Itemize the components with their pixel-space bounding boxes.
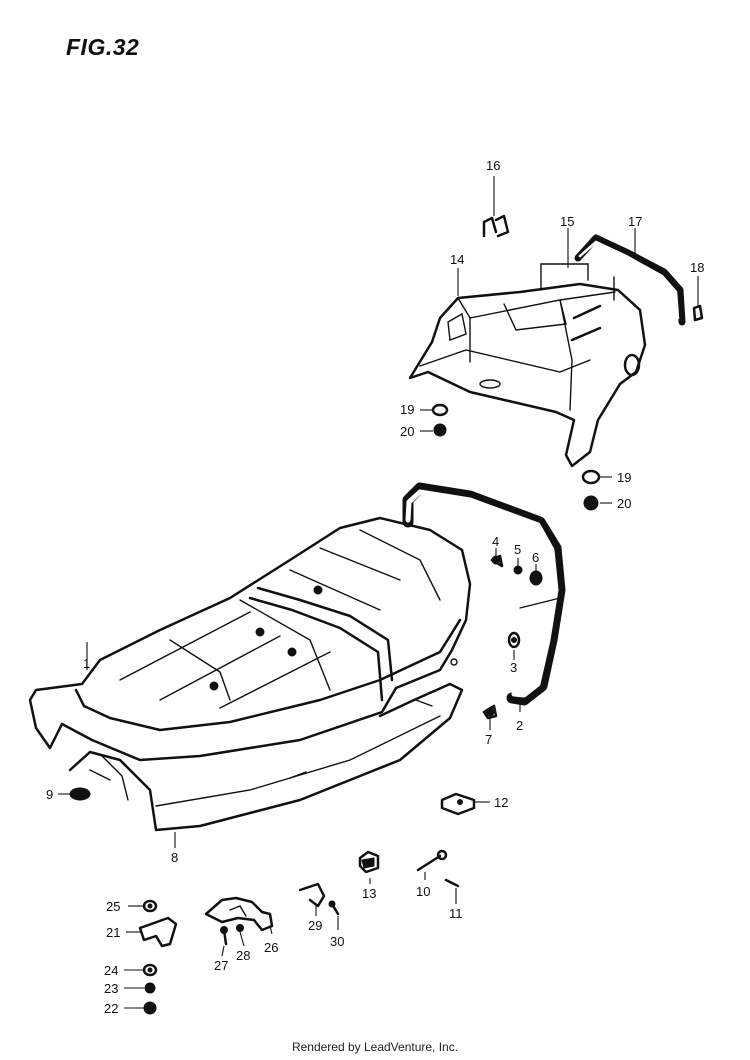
callout-19-bottom: 19 xyxy=(617,470,631,485)
callout-19-top: 19 xyxy=(400,402,414,417)
seat-tail-cover-part[interactable] xyxy=(408,282,647,468)
washer-part-25[interactable] xyxy=(142,899,158,913)
callout-1: 1 xyxy=(83,656,90,671)
clip-part[interactable] xyxy=(692,304,704,322)
bolt-part-27[interactable] xyxy=(220,926,228,946)
emblem-clip-part[interactable] xyxy=(482,214,510,238)
screw-part-30[interactable] xyxy=(328,900,340,916)
washer-part-19-top[interactable] xyxy=(431,403,449,417)
callout-28: 28 xyxy=(236,948,250,963)
seat-lock-part-26[interactable] xyxy=(204,896,274,932)
hook-part-29[interactable] xyxy=(298,882,326,908)
washer-part-5[interactable] xyxy=(513,565,523,575)
callout-21: 21 xyxy=(106,925,120,940)
washer-part-23[interactable] xyxy=(144,982,156,994)
nut-part-20-top[interactable] xyxy=(433,423,447,437)
callout-14: 14 xyxy=(450,252,464,267)
callout-16: 16 xyxy=(486,158,500,173)
callout-11: 11 xyxy=(449,906,463,921)
callout-8: 8 xyxy=(171,850,178,865)
callout-4: 4 xyxy=(492,534,499,549)
callout-12: 12 xyxy=(494,795,508,810)
washer-part-28[interactable] xyxy=(236,924,244,932)
footer-credit: Rendered by LeadVenture, Inc. xyxy=(291,1040,459,1054)
washer-part-19-bottom[interactable] xyxy=(581,469,601,485)
nut-part-20-bottom[interactable] xyxy=(583,495,599,511)
grab-rail-part[interactable] xyxy=(402,482,566,706)
bolt-part-10[interactable] xyxy=(416,849,448,872)
callout-5: 5 xyxy=(514,542,521,557)
seat-base-plate-part[interactable] xyxy=(68,682,464,832)
callout-27: 27 xyxy=(214,958,228,973)
callout-20-top: 20 xyxy=(400,424,414,439)
callout-9: 9 xyxy=(46,787,53,802)
callout-2: 2 xyxy=(516,718,523,733)
callout-24: 24 xyxy=(104,963,118,978)
callout-labels: 1 2 3 4 5 6 7 8 9 10 11 12 13 14 15 16 1… xyxy=(46,158,704,1016)
washer-part-24[interactable] xyxy=(142,963,158,977)
callout-3: 3 xyxy=(510,660,517,675)
nut-part-6[interactable] xyxy=(529,570,543,586)
bushing-part-9[interactable] xyxy=(69,787,91,801)
cushion-part-13[interactable] xyxy=(358,850,380,874)
callout-22: 22 xyxy=(104,1001,118,1016)
callout-30: 30 xyxy=(330,934,344,949)
bracket-part-12[interactable] xyxy=(440,792,476,816)
callout-6: 6 xyxy=(532,550,539,565)
screw-part-4[interactable] xyxy=(490,554,504,568)
figure-title: FIG.32 xyxy=(66,34,140,60)
callout-29: 29 xyxy=(308,918,322,933)
callout-13: 13 xyxy=(362,886,376,901)
callout-18: 18 xyxy=(690,260,704,275)
leader-lines xyxy=(58,176,699,1009)
callout-25: 25 xyxy=(106,899,120,914)
rail-trim-strip-part[interactable] xyxy=(574,234,686,326)
bolt-part-7[interactable] xyxy=(482,704,498,720)
tail-trim-part[interactable] xyxy=(540,263,615,301)
callout-7: 7 xyxy=(485,732,492,747)
nut-part-22[interactable] xyxy=(143,1001,157,1015)
callout-20-bottom: 20 xyxy=(617,496,631,511)
seat-assembly-part[interactable] xyxy=(28,516,472,762)
callout-10: 10 xyxy=(416,884,430,899)
callout-26: 26 xyxy=(264,940,278,955)
callout-15: 15 xyxy=(560,214,574,229)
pin-part-11[interactable] xyxy=(444,878,460,888)
callout-17: 17 xyxy=(628,214,642,229)
bracket-part-21[interactable] xyxy=(138,916,178,948)
callout-23: 23 xyxy=(104,981,118,996)
bushing-part-3[interactable] xyxy=(507,631,521,649)
